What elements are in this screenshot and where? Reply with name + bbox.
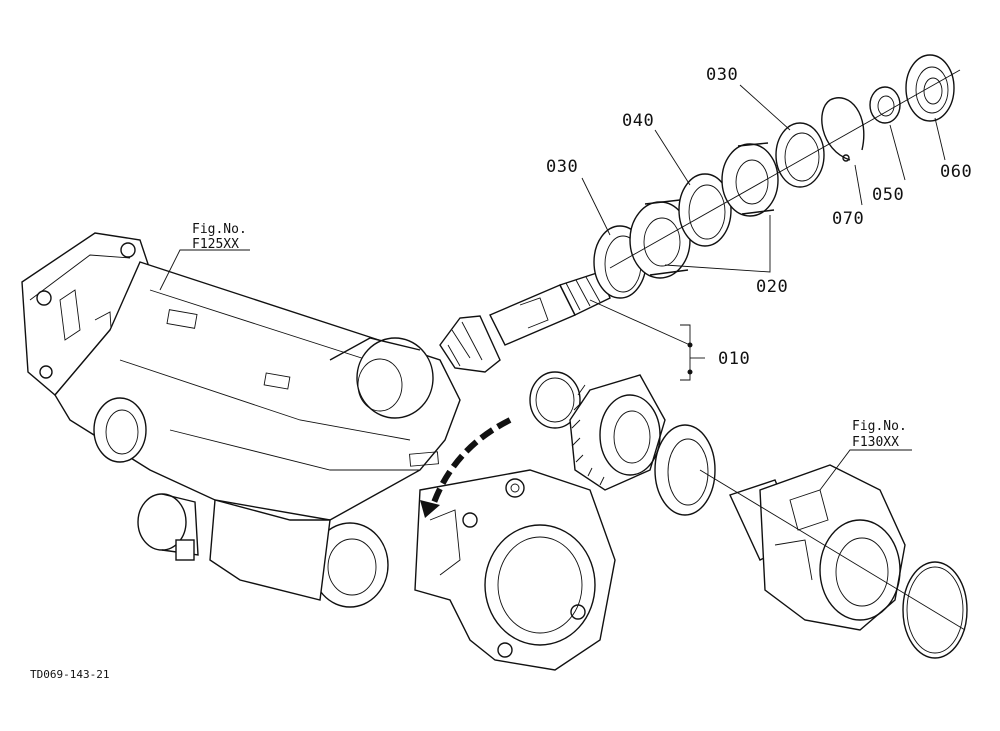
figure-reference-hub: Fig.No. F130XX [852, 419, 907, 450]
ring-gear [529, 371, 666, 491]
nut-050 [869, 86, 901, 124]
fig-number: F125XX [192, 237, 239, 252]
fig-number: F130XX [852, 435, 899, 450]
drawing-number: TD069-143-21 [30, 668, 109, 681]
callout-070: 070 [832, 209, 864, 229]
axle-housing [21, 232, 616, 671]
ring-030-right [775, 122, 825, 188]
figure-reference-housing: Fig.No. F125XX [192, 222, 247, 252]
seal-060 [905, 54, 955, 122]
leader-lines [159, 84, 946, 491]
fig-label: Fig.No. [852, 419, 907, 434]
assembly-arrow [420, 417, 512, 518]
pinion-shaft-010 [439, 271, 611, 373]
callout-050: 050 [872, 185, 904, 205]
fig-label: Fig.No. [192, 222, 247, 237]
callout-030-right: 030 [706, 65, 738, 85]
callout-030-left: 030 [546, 157, 578, 177]
callout-040: 040 [622, 111, 654, 131]
snap-ring-070 [821, 97, 865, 161]
callout-020: 020 [756, 277, 788, 297]
hub-assembly [654, 424, 968, 659]
callout-060: 060 [940, 162, 972, 182]
callout-010: 010 [718, 349, 750, 369]
bearing-stack [593, 54, 961, 299]
